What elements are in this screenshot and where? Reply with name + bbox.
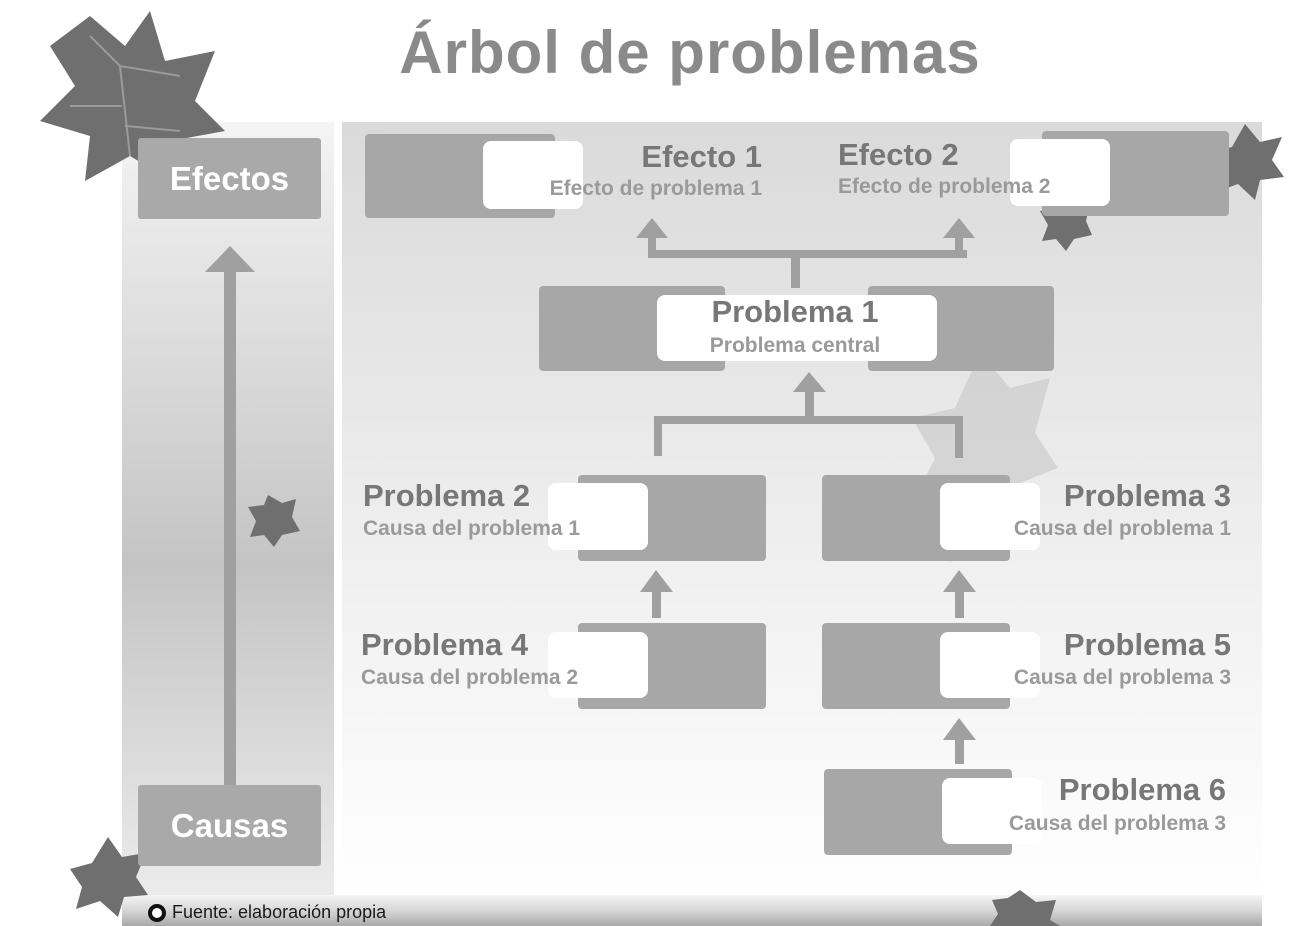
node-subtitle: Efecto de problema 1 [549,177,762,200]
page-title: Árbol de problemas [399,19,981,86]
causes-label-box: Causas [138,785,321,866]
node-title: Efecto 2 [838,137,959,172]
node-title: Problema 2 [363,478,531,513]
node-subtitle: Causa del problema 2 [361,666,579,689]
effects-label: Efectos [169,159,290,197]
node-title: Problema 6 [1058,772,1226,807]
node-subtitle: Causa del problema 1 [1013,517,1231,540]
source-note: Fuente: elaboración propia [148,902,386,923]
node-title: Problema 4 [361,627,529,662]
node-title: Problema 3 [1063,478,1231,513]
effects-label-box: Efectos [138,138,321,219]
leaf-icon [40,11,225,186]
leaf-icon [990,890,1060,926]
node-subtitle: Causa del problema 3 [1013,666,1231,689]
leaf-icon [70,837,148,917]
node-subtitle: Causa del problema 3 [1008,812,1226,835]
node-title: Problema 5 [1063,627,1231,662]
ring-bullet-icon [148,903,166,922]
node-title: Efecto 1 [641,139,762,174]
node-subtitle: Problema central [709,334,881,357]
node-title: Problema 1 [711,294,879,329]
leaf-icon [248,495,300,547]
node-subtitle: Causa del problema 1 [363,517,581,540]
source-text: Fuente: elaboración propia [172,902,387,922]
footer-bar [122,895,1262,926]
node-subtitle: Efecto de problema 2 [838,175,1051,198]
causes-label: Causas [170,806,289,844]
